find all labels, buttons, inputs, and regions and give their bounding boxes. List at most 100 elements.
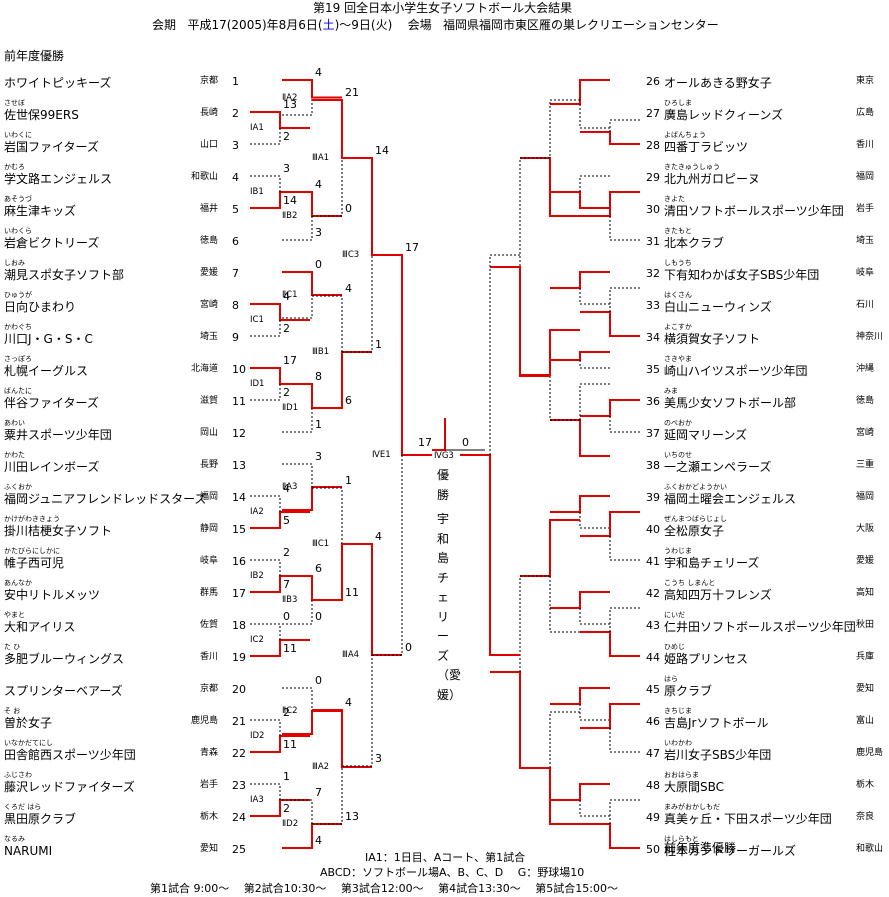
game-code: ⅢC3 [342, 250, 360, 260]
winner-path [550, 79, 610, 105]
team-prefecture: 鹿児島 [856, 748, 884, 758]
winner-path [250, 303, 310, 321]
team-name-reading: しおみ [4, 259, 25, 267]
winner-path [250, 639, 310, 657]
team-number: 26 [646, 75, 660, 88]
score-top: 1 [345, 474, 352, 487]
winner-path [520, 767, 580, 825]
winner-path [282, 823, 342, 849]
team-prefecture: 広島 [856, 108, 875, 118]
team-name-reading: ひゅうが [4, 291, 32, 299]
score-top: 4 [315, 66, 322, 79]
winner-path [312, 351, 372, 409]
team-number: 34 [646, 331, 660, 344]
team-name-reading: よばんちょう [664, 131, 706, 139]
team-name-reading: ひめじ [664, 643, 685, 651]
loser-path [609, 799, 640, 824]
loser-path [250, 128, 281, 145]
winner-path [342, 157, 402, 256]
game-code: ⅠD1 [250, 379, 265, 389]
loser-path [282, 600, 313, 625]
winner-path [250, 735, 310, 753]
loser-path [609, 728, 640, 753]
team-prefecture: 香川 [199, 652, 218, 662]
team-prefecture: 神奈川 [856, 332, 884, 342]
loser-path [250, 623, 281, 640]
winner-path [282, 79, 342, 99]
team-name: 宇和島チェリーズ [664, 556, 760, 570]
team-name: 福岡土曜会エンジェルス [664, 492, 797, 506]
score-bottom: 0 [315, 610, 322, 623]
loser-path [579, 800, 610, 817]
loser-path [579, 704, 610, 721]
team-name-reading: いわくら [4, 227, 32, 235]
score-bottom: 1 [315, 418, 322, 431]
team-prefecture: 和歌山 [856, 844, 884, 854]
score-bottom: 11 [283, 642, 297, 655]
team-name-reading: かわた [4, 451, 25, 459]
team-number: 33 [646, 299, 660, 312]
score-bottom: 5 [283, 514, 290, 527]
team-name: 粟井スポーツ少年団 [4, 428, 112, 442]
winner-path [550, 783, 610, 801]
team-name-reading: くろだ はら [4, 803, 42, 811]
team-name-reading: はら [664, 675, 678, 683]
team-name-reading: こうち しまんと [664, 579, 716, 587]
loser-path [282, 97, 313, 116]
team-number: 27 [646, 107, 660, 120]
team-name-reading: にいだ [664, 611, 685, 619]
team-prefecture: 北海道 [190, 364, 218, 374]
loser-path [282, 216, 313, 241]
final-game-code: ⅣG3 [434, 451, 454, 461]
loser-path [579, 512, 610, 529]
team-number: 44 [646, 651, 660, 664]
team-number: 36 [646, 395, 660, 408]
score-bottom: 11 [283, 738, 297, 751]
team-name: 真美ヶ丘・下田スポーツ少年団 [664, 812, 832, 826]
team-number: 48 [646, 779, 660, 792]
team-number: 15 [232, 523, 246, 536]
footer-note-1: ⅠA1：1日目、Aコート、第1試合 [365, 851, 526, 864]
team-prefecture: 大阪 [856, 524, 875, 534]
team-number: 19 [232, 651, 246, 664]
team-number: 46 [646, 715, 660, 728]
game-code: ⅠB2 [250, 571, 264, 581]
team-number: 30 [646, 203, 660, 216]
game-code: ⅡC2 [282, 706, 298, 716]
team-name-reading: なるみ [4, 835, 25, 843]
team-name: 岩川女子SBS少年団 [664, 748, 772, 762]
team-number: 25 [232, 843, 246, 856]
team-name-reading: うわじま [664, 547, 692, 555]
score-bottom: 0 [345, 202, 352, 215]
score-bottom: 7 [283, 578, 290, 591]
game-code: ⅡD1 [282, 403, 299, 413]
winner-path [550, 191, 610, 209]
team-prefecture: 宮崎 [199, 300, 218, 310]
team-number: 42 [646, 587, 660, 600]
team-name: 白山ニューウィンズ [664, 300, 772, 314]
event-period: 会期 平成17(2005)年8月6日(土)～9日(火) 会場 福岡県福岡市東区雁… [152, 19, 719, 31]
team-name-reading: さっぽろ [4, 355, 32, 363]
game-code: ⅢB1 [312, 347, 330, 357]
team-number: 4 [232, 171, 239, 184]
team-name: 吉島Jrソフトボール [664, 716, 769, 730]
team-prefecture: 三重 [856, 460, 875, 470]
team-number: 3 [232, 139, 239, 152]
team-name-reading: きちじま [664, 707, 692, 715]
team-number: 28 [646, 139, 660, 152]
team-number: 20 [232, 683, 246, 696]
team-name: 姫路プリンセス [664, 652, 749, 666]
score-top: 0 [283, 610, 290, 623]
team-name: 札幌イーグルス [4, 364, 89, 378]
loser-path [282, 687, 313, 711]
team-number: 17 [232, 587, 246, 600]
score-bottom: 2 [283, 322, 290, 335]
team-name-reading: よこすか [664, 323, 692, 331]
loser-path [489, 254, 520, 455]
loser-path [250, 175, 281, 192]
team-name: 全松原女子 [664, 524, 725, 538]
score-top: 0 [315, 674, 322, 687]
team-prefecture: 滋賀 [199, 396, 218, 406]
loser-path [250, 320, 281, 337]
team-prefecture: 福岡 [199, 492, 218, 502]
